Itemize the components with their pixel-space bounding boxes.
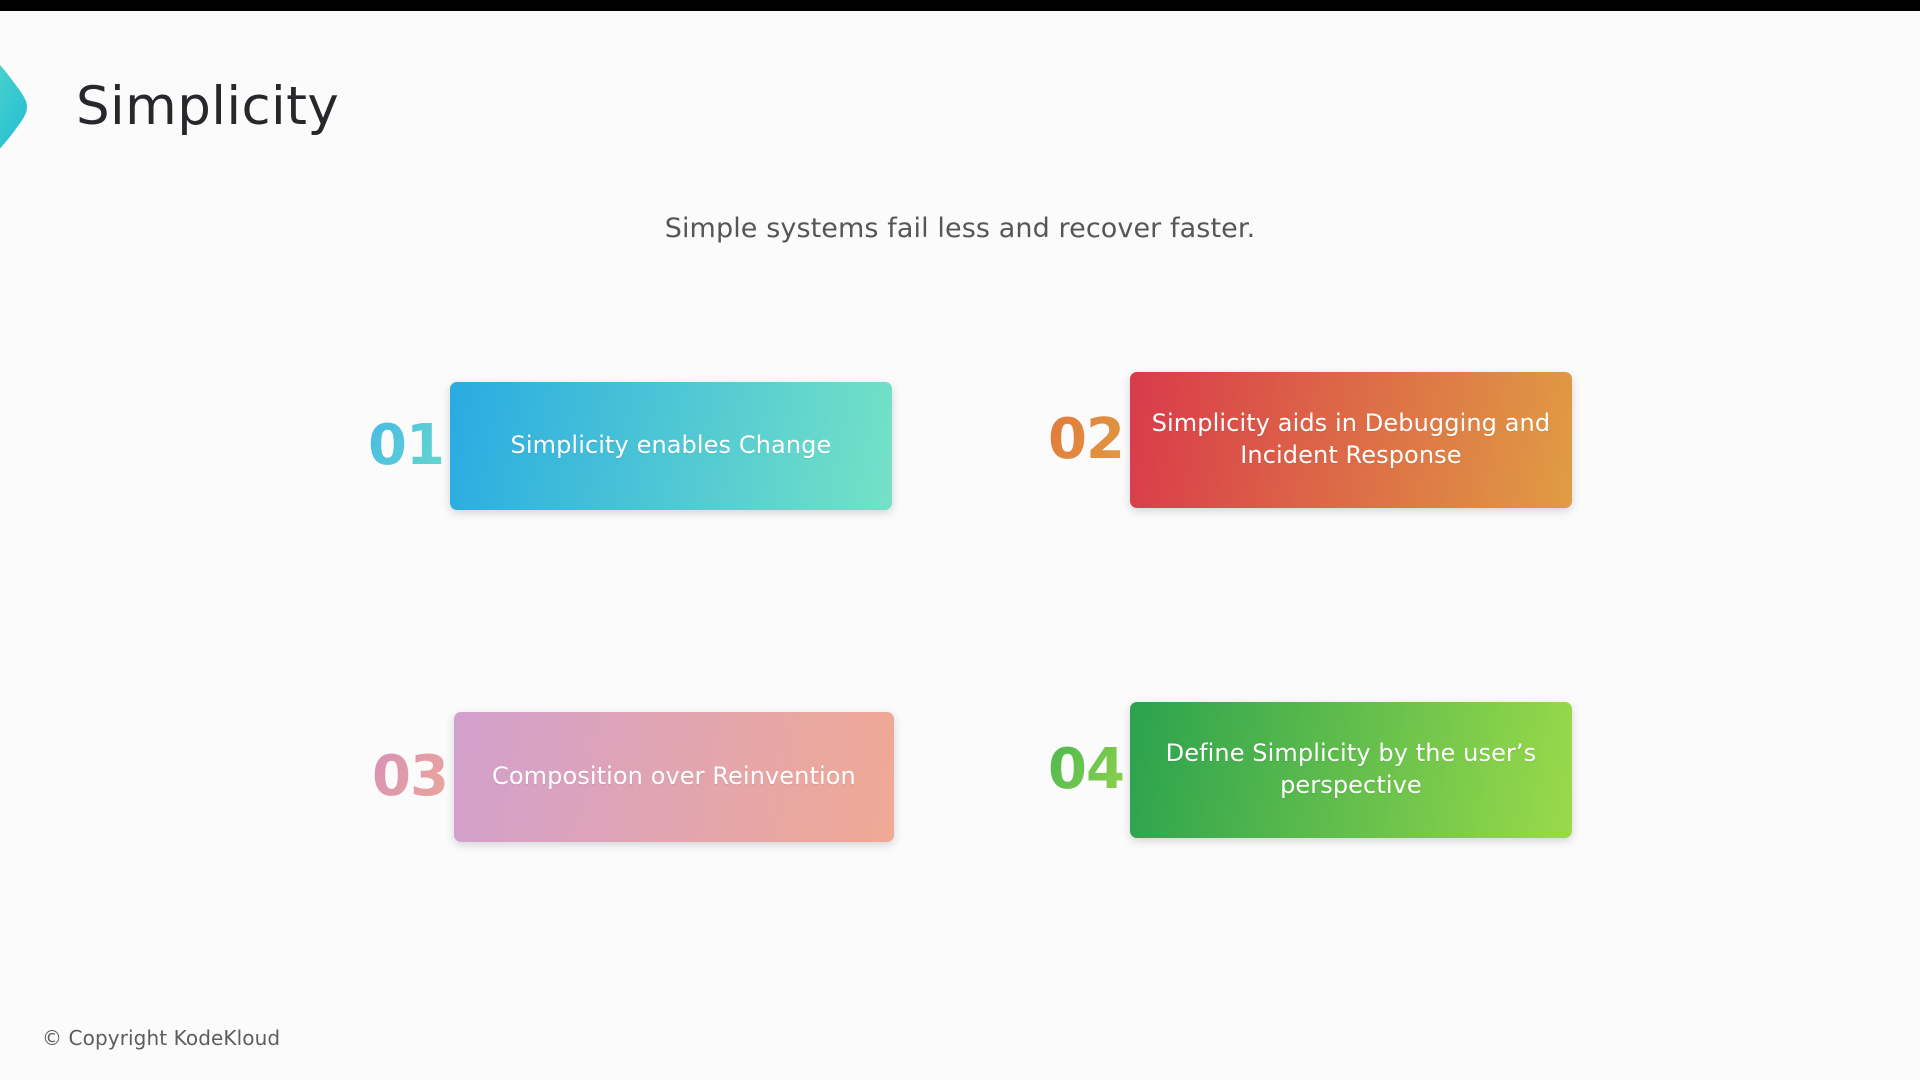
card-box-02[interactable]: Simplicity aids in Debugging and Inciden…: [1129, 372, 1572, 508]
copyright-footer: © Copyright KodeKloud: [42, 1026, 281, 1050]
card-label-02: Simplicity aids in Debugging and Inciden…: [1151, 409, 1551, 469]
card-number-01: 01: [368, 413, 445, 478]
card-number-04: 04: [1048, 737, 1125, 802]
card-label-01: Simplicity enables Change: [510, 431, 832, 460]
card-number-02: 02: [1048, 407, 1125, 472]
card-item-02[interactable]: 02 Simplicity aids in Debugging and Inci…: [1048, 372, 1572, 508]
card-box-04[interactable]: Define Simplicity by the user’s perspect…: [1129, 702, 1572, 838]
card-box-03[interactable]: Composition over Reinvention: [453, 712, 894, 842]
card-number-03: 03: [372, 744, 449, 809]
card-box-01[interactable]: Simplicity enables Change: [449, 382, 892, 510]
card-item-03[interactable]: 03 Composition over Reinvention: [372, 712, 894, 842]
card-item-04[interactable]: 04 Define Simplicity by the user’s persp…: [1048, 702, 1572, 838]
page-title: Simplicity: [76, 76, 340, 137]
card-label-04: Define Simplicity by the user’s perspect…: [1165, 739, 1537, 799]
card-label-03: Composition over Reinvention: [492, 762, 856, 791]
top-letterbox-bar: [0, 0, 1920, 11]
card-item-01[interactable]: 01 Simplicity enables Change: [368, 382, 892, 510]
slide-subtitle: Simple systems fail less and recover fas…: [664, 213, 1256, 244]
